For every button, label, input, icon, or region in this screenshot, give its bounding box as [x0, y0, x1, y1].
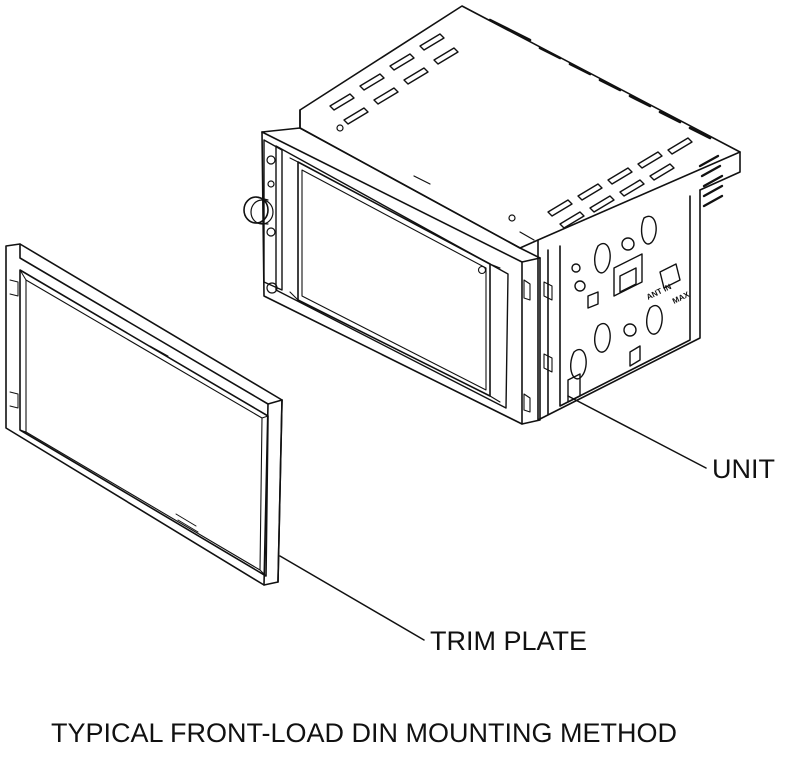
ant-in-marking: ANT IN [645, 282, 673, 302]
trim-plate-leader-line [279, 555, 425, 641]
trim-plate-label: TRIM PLATE [430, 626, 587, 656]
diagram-caption: TYPICAL FRONT-LOAD DIN MOUNTING METHOD [50, 718, 678, 748]
unit-leader-line [567, 395, 707, 469]
trim-plate [5, 243, 283, 586]
top-vent-slots [329, 18, 724, 229]
rear-connectors [567, 215, 681, 403]
head-unit [243, 5, 741, 425]
fuse-max-marking: MAX [671, 290, 692, 306]
volume-knob [243, 196, 274, 225]
unit-label: UNIT [712, 454, 775, 484]
